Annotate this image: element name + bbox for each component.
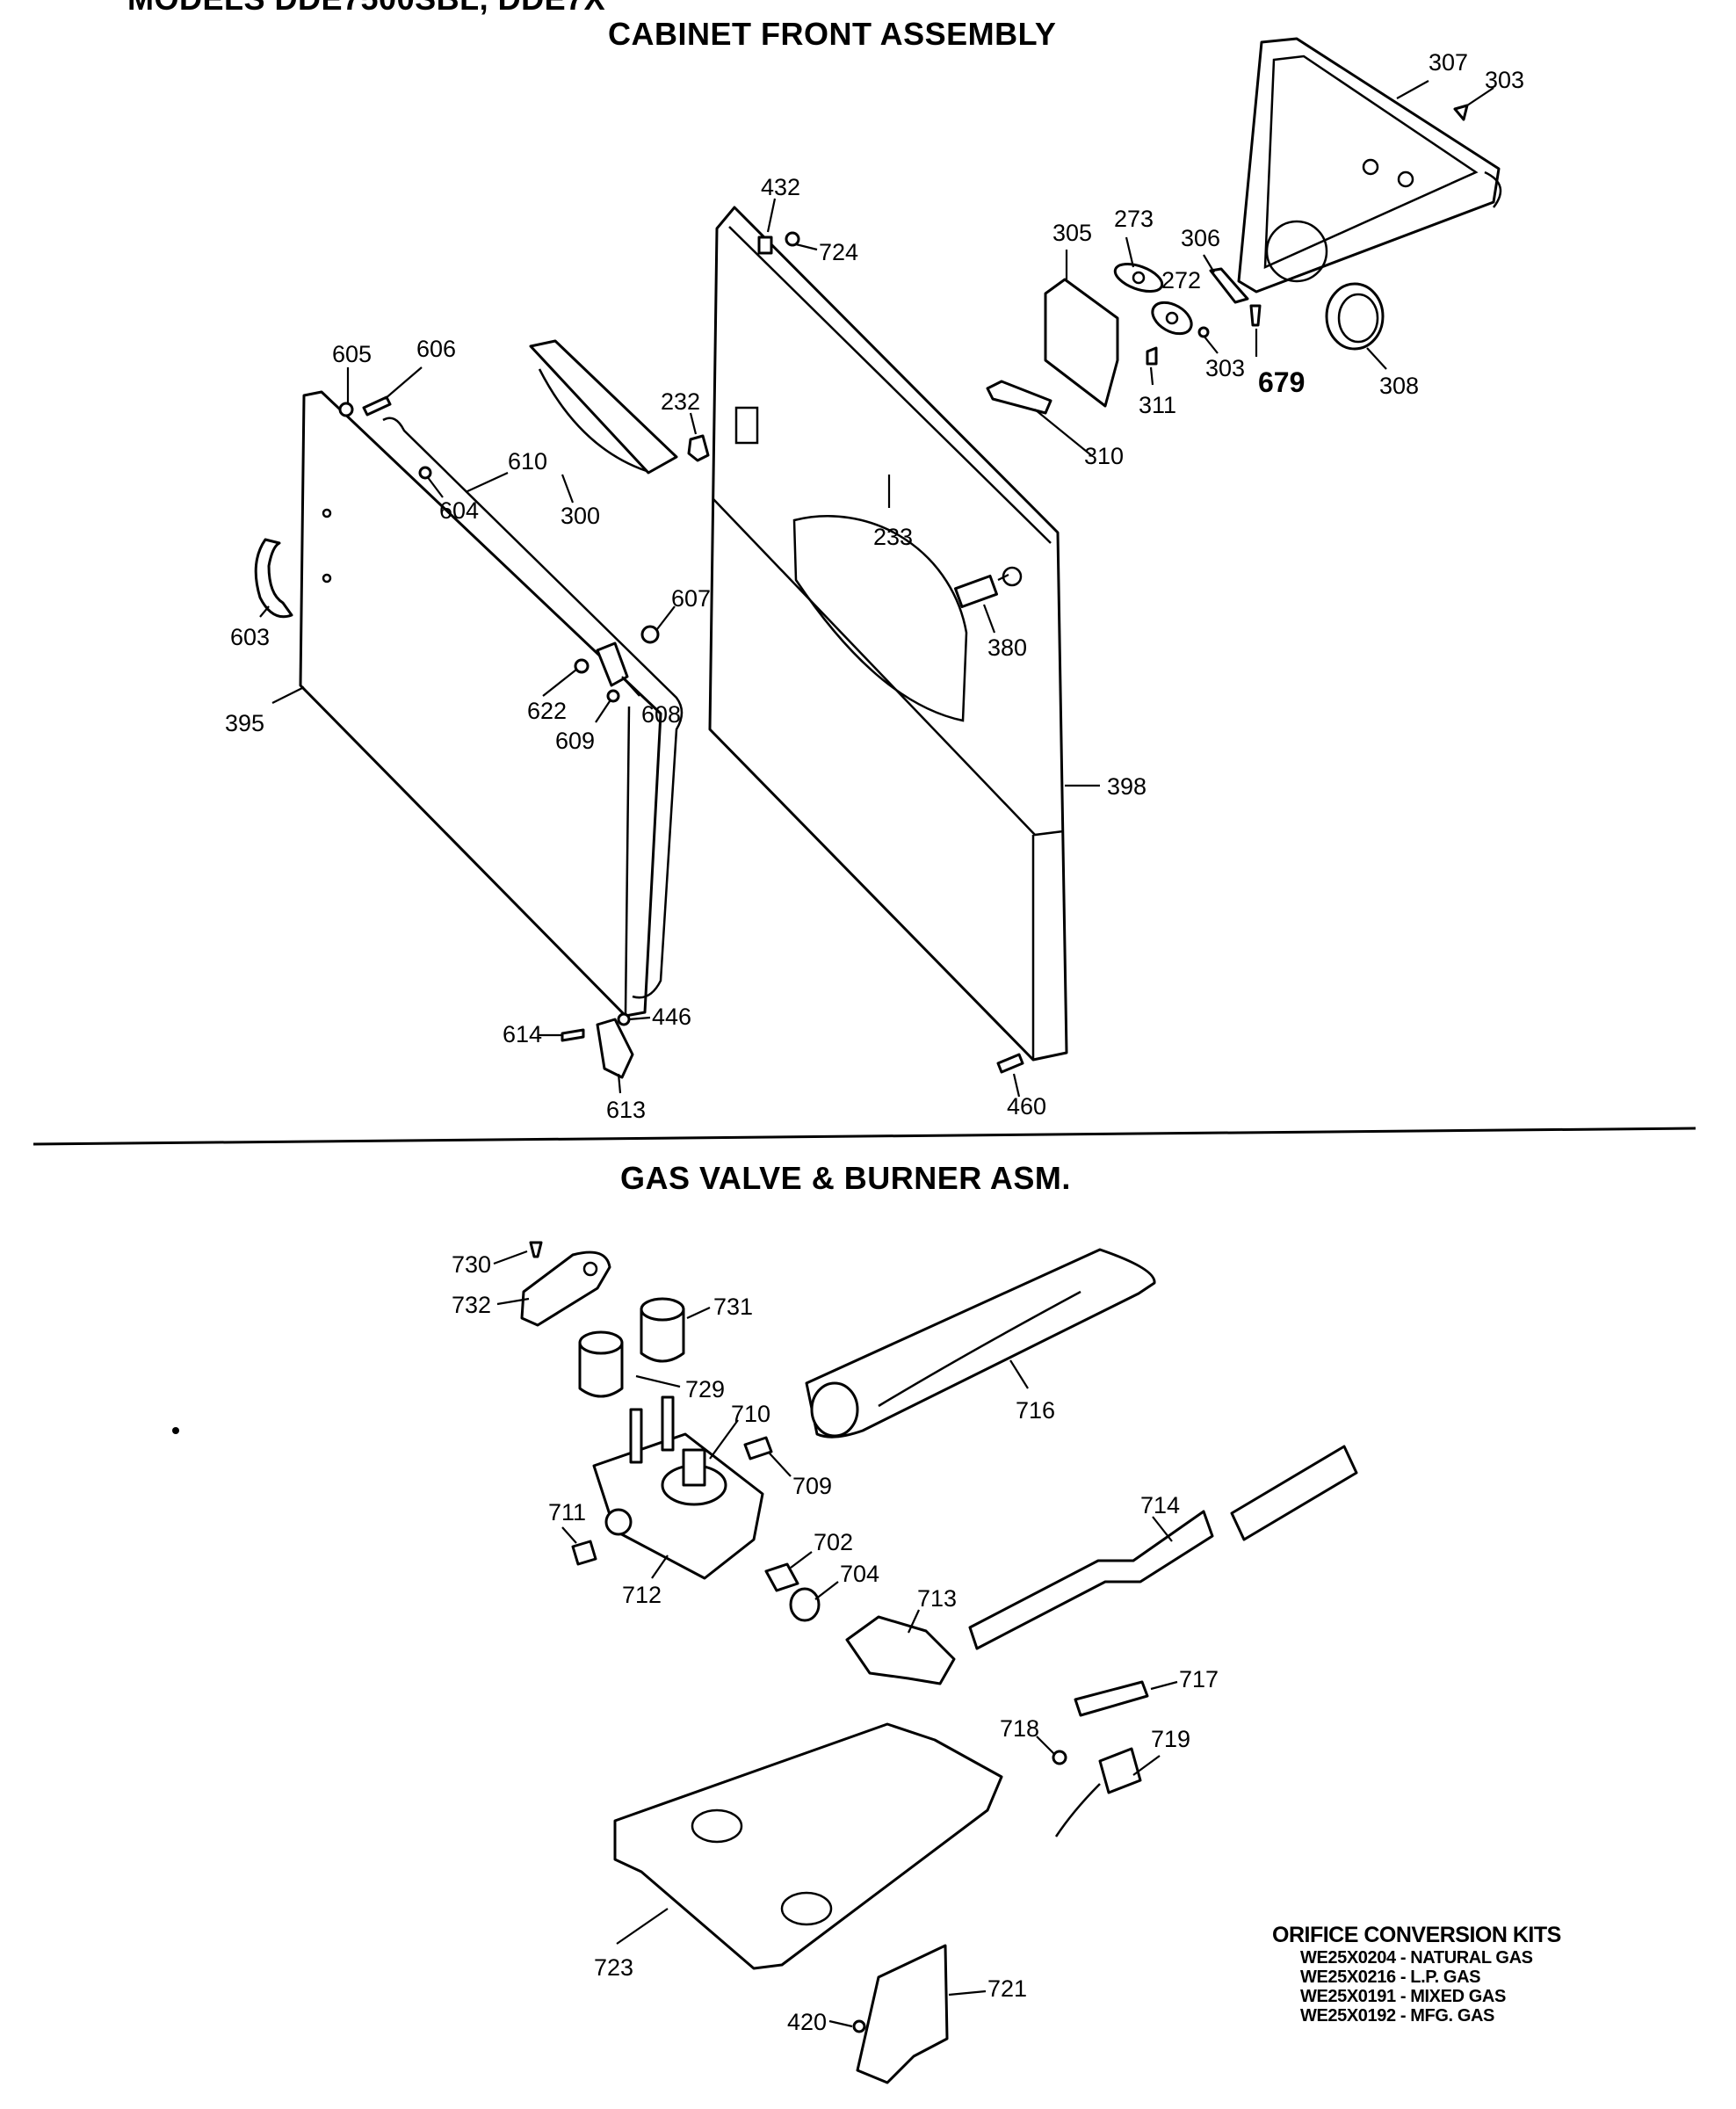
callout-711: 711: [548, 1499, 586, 1526]
callout-609: 609: [555, 728, 595, 754]
callout-395: 395: [225, 710, 264, 736]
callout-724: 724: [819, 239, 858, 265]
thermostats-273-272: [1113, 262, 1193, 336]
plate-310: [986, 380, 1052, 415]
callout-303: 303: [1485, 67, 1524, 93]
callout-607: 607: [671, 585, 711, 612]
callout-719: 719: [1151, 1726, 1190, 1752]
door-latch-hardware: [574, 625, 660, 703]
callout-303b: 303: [1205, 355, 1245, 381]
callout-310: 310: [1084, 443, 1124, 469]
callout-420: 420: [787, 2009, 827, 2035]
callout-721: 721: [987, 1975, 1027, 2002]
callout-712: 712: [622, 1582, 662, 1608]
screw-460: [996, 1053, 1024, 1074]
kits-title: ORIFICE CONVERSION KITS: [1272, 1923, 1561, 1947]
callout-305: 305: [1052, 220, 1092, 246]
callout-273: 273: [1114, 206, 1154, 232]
callout-622: 622: [527, 698, 567, 724]
shield-721: [852, 1944, 949, 2084]
callout-702: 702: [814, 1529, 853, 1555]
small-hardware: [1146, 104, 1469, 366]
lint-duct-300: [529, 339, 678, 475]
callout-446: 446: [652, 1004, 691, 1030]
callout-605: 605: [332, 341, 372, 367]
clip-232: [687, 434, 710, 462]
cabinet-callouts: 307 303 432 724 305 273 272 306 679 303 …: [225, 49, 1524, 1123]
callout-613: 613: [606, 1097, 646, 1123]
solenoid-coils: [578, 1297, 685, 1398]
burner-callouts: 730 732 731 729 716 710 709 711 712 702 …: [452, 1251, 1219, 2035]
door-hinge-hardware: [338, 395, 432, 480]
kit-natural-gas: WE25X0204 - NATURAL GAS: [1300, 1948, 1533, 1968]
cabinet-front-assembly-title: CABINET FRONT ASSEMBLY: [608, 16, 1057, 52]
section-divider: [33, 1127, 1696, 1146]
callout-716: 716: [1016, 1397, 1055, 1424]
door-handle-603: [254, 538, 293, 619]
callout-233: 233: [873, 524, 913, 550]
door-panel-395: [299, 390, 684, 1018]
callout-709: 709: [792, 1473, 832, 1499]
callout-307: 307: [1429, 49, 1468, 76]
callout-460: 460: [1007, 1093, 1046, 1120]
pipe-714: [968, 1445, 1358, 1650]
kit-mfg-gas: WE25X0192 - MFG. GAS: [1300, 2006, 1494, 2026]
clip-432-724: [757, 231, 800, 255]
callout-606: 606: [416, 336, 456, 362]
hinge-613: [561, 1012, 634, 1079]
callout-729: 729: [685, 1376, 725, 1402]
igniter-assembly: [1052, 1680, 1149, 1837]
cabinet-front-panel-398: [708, 206, 1068, 1062]
callout-603: 603: [230, 624, 270, 650]
callout-608: 608: [641, 701, 681, 728]
callout-380: 380: [987, 634, 1027, 661]
callout-604: 604: [439, 497, 479, 524]
callout-717: 717: [1179, 1666, 1219, 1692]
callout-311: 311: [1139, 392, 1176, 418]
callout-718: 718: [1000, 1715, 1039, 1742]
kit-mixed-gas: WE25X0191 - MIXED GAS: [1300, 1987, 1506, 2006]
callout-398: 398: [1107, 773, 1146, 800]
switch-380: [954, 574, 1009, 609]
models-header: MODELS DDE7500SBL, DDE7X: [127, 0, 605, 18]
callout-731: 731: [713, 1294, 753, 1320]
callout-723: 723: [594, 1954, 633, 1981]
callout-300: 300: [561, 503, 600, 529]
callout-308: 308: [1379, 373, 1419, 399]
bracket-305: [1044, 278, 1119, 408]
callout-614: 614: [503, 1021, 542, 1047]
gas-valve-burner-title: GAS VALVE & BURNER ASM.: [620, 1160, 1071, 1196]
coil-bracket-732: [520, 1241, 611, 1327]
callout-714: 714: [1140, 1492, 1180, 1518]
fitting-709: [743, 1436, 773, 1460]
fitting-711: [571, 1540, 597, 1566]
shutoff-713: [845, 1615, 956, 1685]
callout-732: 732: [452, 1292, 491, 1318]
stray-mark: [172, 1427, 179, 1434]
callout-710: 710: [731, 1401, 770, 1427]
callout-306: 306: [1181, 225, 1220, 251]
callout-713: 713: [917, 1585, 957, 1612]
callout-704: 704: [840, 1561, 879, 1587]
callout-272: 272: [1161, 267, 1201, 294]
callout-679: 679: [1258, 366, 1305, 398]
gas-valve-712: [592, 1395, 764, 1580]
orifice-702-704: [764, 1562, 821, 1622]
seal-ring-308: [1325, 282, 1385, 351]
front-bulkhead-307: [1237, 37, 1502, 294]
callout-610: 610: [508, 448, 547, 475]
callout-432: 432: [761, 174, 800, 200]
bracket-306: [1209, 267, 1249, 304]
burner-716: [805, 1248, 1156, 1439]
callout-730: 730: [452, 1251, 491, 1278]
orifice-conversion-kits: ORIFICE CONVERSION KITS WE25X0204 - NATU…: [1272, 1923, 1606, 2026]
burner-bracket-723: [613, 1722, 1003, 1970]
kit-lp-gas: WE25X0216 - L.P. GAS: [1300, 1968, 1481, 1987]
cabinet-leaders: [259, 80, 1494, 1098]
callout-232: 232: [661, 388, 700, 415]
burner-leaders: [493, 1250, 1178, 2028]
